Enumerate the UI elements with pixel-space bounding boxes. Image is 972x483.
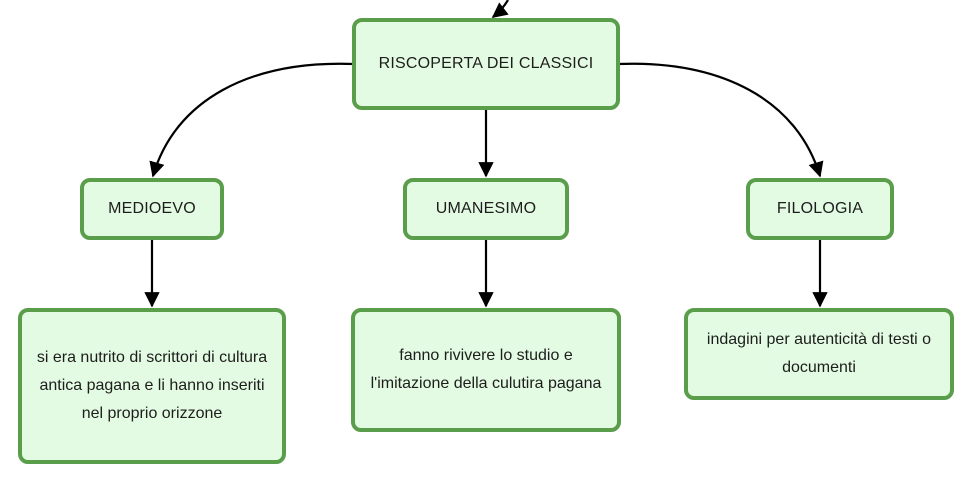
branch-node-umanesimo[interactable]: UMANESIMO bbox=[403, 178, 569, 240]
branch-node-label: FILOLOGIA bbox=[776, 200, 864, 217]
root-node-label: RISCOPERTA DEI CLASSICI bbox=[378, 55, 594, 72]
description-node-filologia[interactable]: indagini per autenticità di testi o docu… bbox=[684, 308, 954, 400]
connector-root-to-medioevo bbox=[149, 62, 355, 178]
connector-root-to-filologia bbox=[617, 62, 824, 178]
description-text: indagini per autenticità di testi o docu… bbox=[706, 331, 932, 376]
branch-node-filologia[interactable]: FILOLOGIA bbox=[746, 178, 894, 240]
incoming-connector bbox=[491, 0, 509, 18]
description-text: fanno rivivere lo studio e l'imitazione … bbox=[370, 347, 602, 392]
root-node[interactable]: RISCOPERTA DEI CLASSICI bbox=[352, 18, 620, 110]
branch-node-label: UMANESIMO bbox=[435, 200, 537, 217]
description-node-umanesimo[interactable]: fanno rivivere lo studio e l'imitazione … bbox=[351, 308, 621, 432]
description-node-medioevo[interactable]: si era nutrito di scrittori di cultura a… bbox=[18, 308, 286, 464]
description-text: si era nutrito di scrittori di cultura a… bbox=[36, 349, 268, 422]
branch-node-label: MEDIOEVO bbox=[108, 200, 196, 217]
branch-node-medioevo[interactable]: MEDIOEVO bbox=[80, 178, 224, 240]
